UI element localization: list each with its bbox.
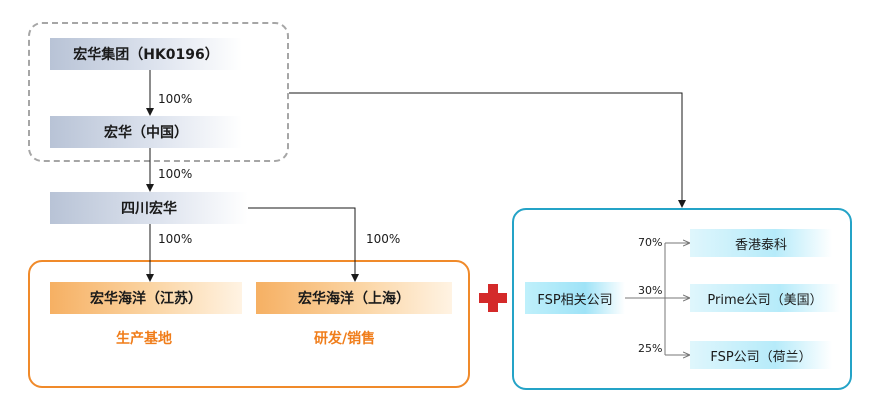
pct-fsp-to-hk: 70% [638, 236, 663, 249]
node-hk-taike: 香港泰科 [690, 229, 832, 257]
caption-production-base: 生产基地 [116, 331, 172, 347]
caption-rnd-sales: 研发/销售 [314, 331, 376, 347]
pct-fsp-to-nl: 25% [638, 342, 663, 355]
node-hongua-china: 宏华（中国） [50, 116, 242, 148]
group-dashed-boundary [28, 22, 289, 162]
node-marine-shanghai: 宏华海洋（上海） [256, 282, 452, 314]
node-prime-usa: Prime公司（美国） [690, 284, 840, 312]
arrow-group-to-fsp [289, 92, 686, 208]
arrow-sichuan-to-shanghai [248, 207, 359, 282]
pct-china-to-sichuan: 100% [158, 167, 193, 181]
pct-group-to-china: 100% [158, 92, 193, 106]
node-fsp-netherlands: FSP公司（荷兰） [690, 341, 832, 369]
red-cross-icon [479, 284, 507, 312]
pct-fsp-to-prime: 30% [638, 284, 663, 297]
fsp-companies-box [512, 208, 852, 390]
pct-sichuan-to-jiangsu: 100% [158, 232, 193, 246]
node-marine-jiangsu: 宏华海洋（江苏） [50, 282, 242, 314]
node-fsp-related: FSP相关公司 [525, 282, 625, 314]
marine-subsidiaries-box [28, 260, 470, 388]
pct-sichuan-to-shanghai: 100% [366, 232, 401, 246]
node-hongua-group: 宏华集团（HK0196） [50, 38, 242, 70]
node-sichuan-honghua: 四川宏华 [50, 192, 248, 224]
